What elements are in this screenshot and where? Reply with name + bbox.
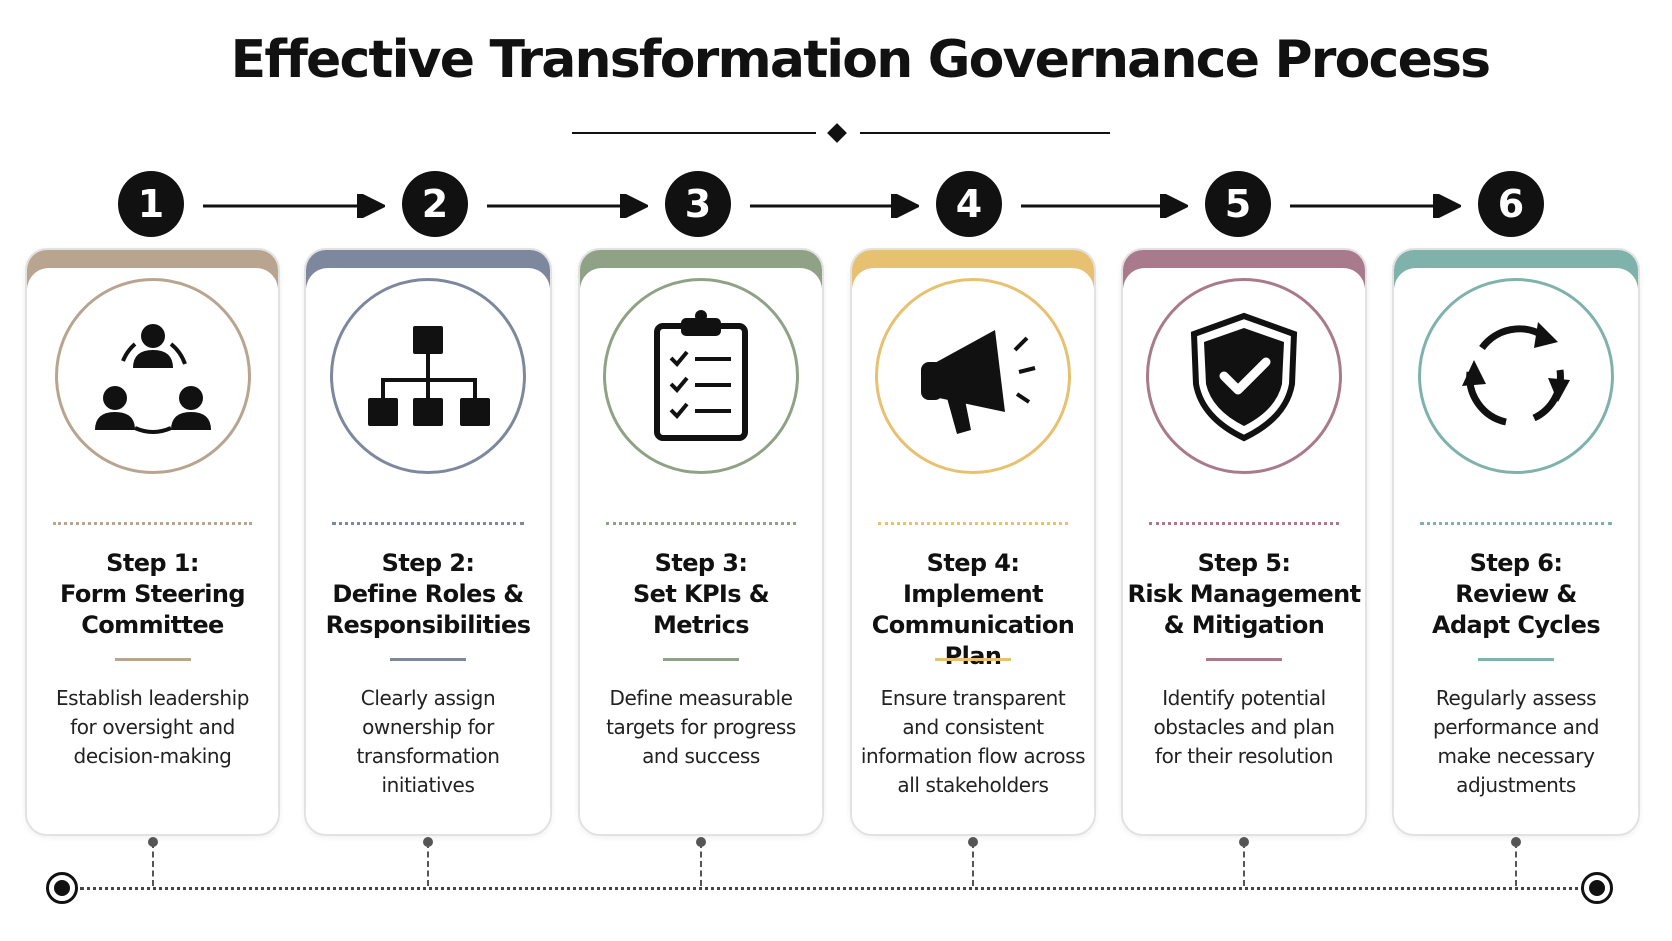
clipboard-checklist-icon [654,310,748,441]
title-divider-diamond [827,123,847,143]
step-description-line: ownership for [362,715,494,739]
accent-underline [663,658,739,661]
timeline-connector [700,842,702,886]
step-number-badge: 1 [118,171,184,237]
accent-underline [390,658,466,661]
accent-underline [1478,658,1554,661]
team-circle-icon [94,324,211,434]
step-description-line: Establish leadership [55,686,250,710]
timeline-end-marker [1581,872,1613,904]
step-description-line: Define measurable [609,686,793,710]
step-number-badge: 4 [936,171,1002,237]
icon-ring [603,278,799,474]
accent-underline [114,658,191,661]
step-description-line: Ensure transparent [880,686,1066,710]
step-number-badge: 3 [665,171,731,237]
step-description-line: and success [642,744,760,768]
step-title-line: Metrics [652,611,750,639]
step-label: Step 2: [381,549,475,577]
step-description-line: for their resolution [1154,744,1334,768]
accent-underline [935,658,1011,661]
dotted-separator [878,522,1068,525]
step-description-line: Regularly assess [1435,686,1597,710]
step-title-line: Review & [1455,580,1577,608]
step-number-badge: 6 [1478,171,1544,237]
step-label: Step 6: [1469,549,1563,577]
step-title-line: Committee [81,611,224,639]
icon-ring [1418,278,1614,474]
megaphone-icon [921,330,1036,434]
step-description-line: targets for progress [606,715,796,739]
step-title-line: Responsibilities [325,611,531,639]
org-chart-icon [368,326,490,426]
dotted-separator [1149,522,1339,525]
step-arrow-icon [203,194,385,218]
step-title-line: & Mitigation [1163,611,1325,639]
step-description-line: information flow across [860,744,1086,768]
timeline-connector [427,842,429,886]
step-description-line: performance and [1432,715,1600,739]
timeline-connector [1515,842,1517,886]
step-description-line: decision-making [73,744,232,768]
step-title-line: Adapt Cycles [1431,611,1601,639]
cycle-arrows-icon [1462,322,1570,426]
timeline-connector [1243,842,1245,886]
step-description-line: initiatives [381,773,475,797]
step-description-line: transformation [356,744,500,768]
step-description-line: Clearly assign [360,686,496,710]
step-description-line: adjustments [1456,773,1576,797]
step-label: Step 4: [926,549,1020,577]
icon-ring [1146,278,1342,474]
step-title-line: Define Roles & [332,580,524,608]
step-arrow-icon [750,194,919,218]
dotted-separator [606,522,796,525]
step-label: Step 3: [654,549,748,577]
shield-check-icon [1190,312,1298,442]
step-arrow-icon [487,194,648,218]
step-number-badge: 5 [1205,171,1271,237]
step-arrow-icon [1021,194,1188,218]
step-description-line: obstacles and plan [1153,715,1335,739]
icon-ring [54,278,251,474]
timeline-start-marker [46,872,78,904]
step-label: Step 1: [106,549,199,577]
step-title-line: Risk Management [1127,580,1362,608]
diagram-title: Effective Transformation Governance Proc… [230,30,1491,90]
step-title-line: Form Steering [60,580,246,608]
timeline-connector [151,842,154,886]
step-description-line: for oversight and [70,715,235,739]
dotted-separator [1420,522,1612,525]
dotted-separator [332,522,524,525]
step-label: Step 5: [1197,549,1291,577]
title-divider-left [572,132,816,134]
icon-ring [330,278,526,474]
icon-ring [875,278,1071,474]
step-arrow-icon [1290,194,1461,218]
step-title-line: Implement [902,580,1044,608]
title-divider-right [860,132,1110,134]
timeline-line [80,887,1592,890]
timeline-connector [972,842,974,886]
accent-underline [1206,658,1282,661]
step-number-badge: 2 [402,171,468,237]
step-title-line: Set KPIs & [632,580,770,608]
step-description-line: and consistent [902,715,1044,739]
step-description-line: make necessary [1437,744,1595,768]
step-description-line: all stakeholders [897,773,1049,797]
step-title-line: Communication Plan [871,611,1075,670]
dotted-separator [53,522,252,525]
step-description-line: Identify potential [1162,686,1326,710]
